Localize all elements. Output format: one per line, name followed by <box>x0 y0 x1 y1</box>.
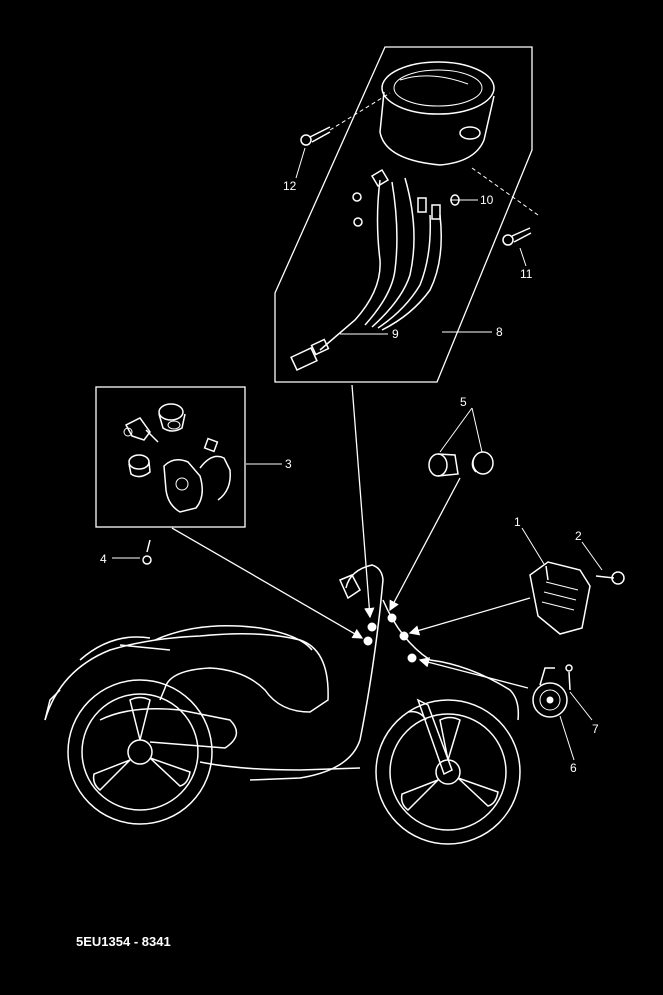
main-switch-icon <box>163 437 231 513</box>
mount-point-horn <box>407 653 417 663</box>
mount-points <box>363 613 417 663</box>
key-icon <box>123 417 159 443</box>
callout-11: 11 <box>520 267 533 281</box>
meter-assembly-group <box>274 46 539 383</box>
wire-harness-icon <box>290 177 442 371</box>
horn-icon <box>532 667 568 718</box>
scooter-outline <box>44 564 521 845</box>
main-switch-outline <box>95 386 246 528</box>
meter-assembly-outline <box>274 46 533 383</box>
mount-point-meter <box>367 622 377 632</box>
screw-11-icon <box>502 227 532 246</box>
mount-point-grommet <box>387 613 397 623</box>
callout-12: 12 <box>283 179 297 193</box>
callout-2: 2 <box>575 529 582 543</box>
callout-5: 5 <box>460 395 467 409</box>
bolt-7-icon <box>565 664 573 691</box>
grommet-5-icon <box>428 451 494 477</box>
callout-9: 9 <box>392 327 399 341</box>
main-switch-group <box>95 386 246 528</box>
callout-10: 10 <box>480 193 494 207</box>
callout-8: 8 <box>496 325 503 339</box>
callout-6: 6 <box>570 761 577 775</box>
callout-labels: 1 2 3 4 5 6 7 8 9 10 11 12 <box>100 179 599 775</box>
speedometer-icon <box>379 61 495 166</box>
callout-leaders <box>112 147 603 761</box>
callout-7: 7 <box>592 722 599 736</box>
assembly-arrows <box>171 384 531 689</box>
mount-point-switch <box>363 636 373 646</box>
callout-3: 3 <box>285 457 292 471</box>
diagram-code: 5EU1354 - 8341 <box>76 934 171 949</box>
mount-point-rectifier <box>399 631 409 641</box>
callout-1: 1 <box>514 515 521 529</box>
screw-4-icon <box>142 539 152 565</box>
callout-4: 4 <box>100 552 107 566</box>
screw-12-icon <box>300 126 331 146</box>
lock-cylinder-icon <box>128 454 151 478</box>
bulb-socket-icon <box>352 168 460 227</box>
screw-2-icon <box>595 571 625 585</box>
rectifier-regulator-icon <box>529 561 591 635</box>
seat-lock-cylinder-icon <box>158 403 186 432</box>
